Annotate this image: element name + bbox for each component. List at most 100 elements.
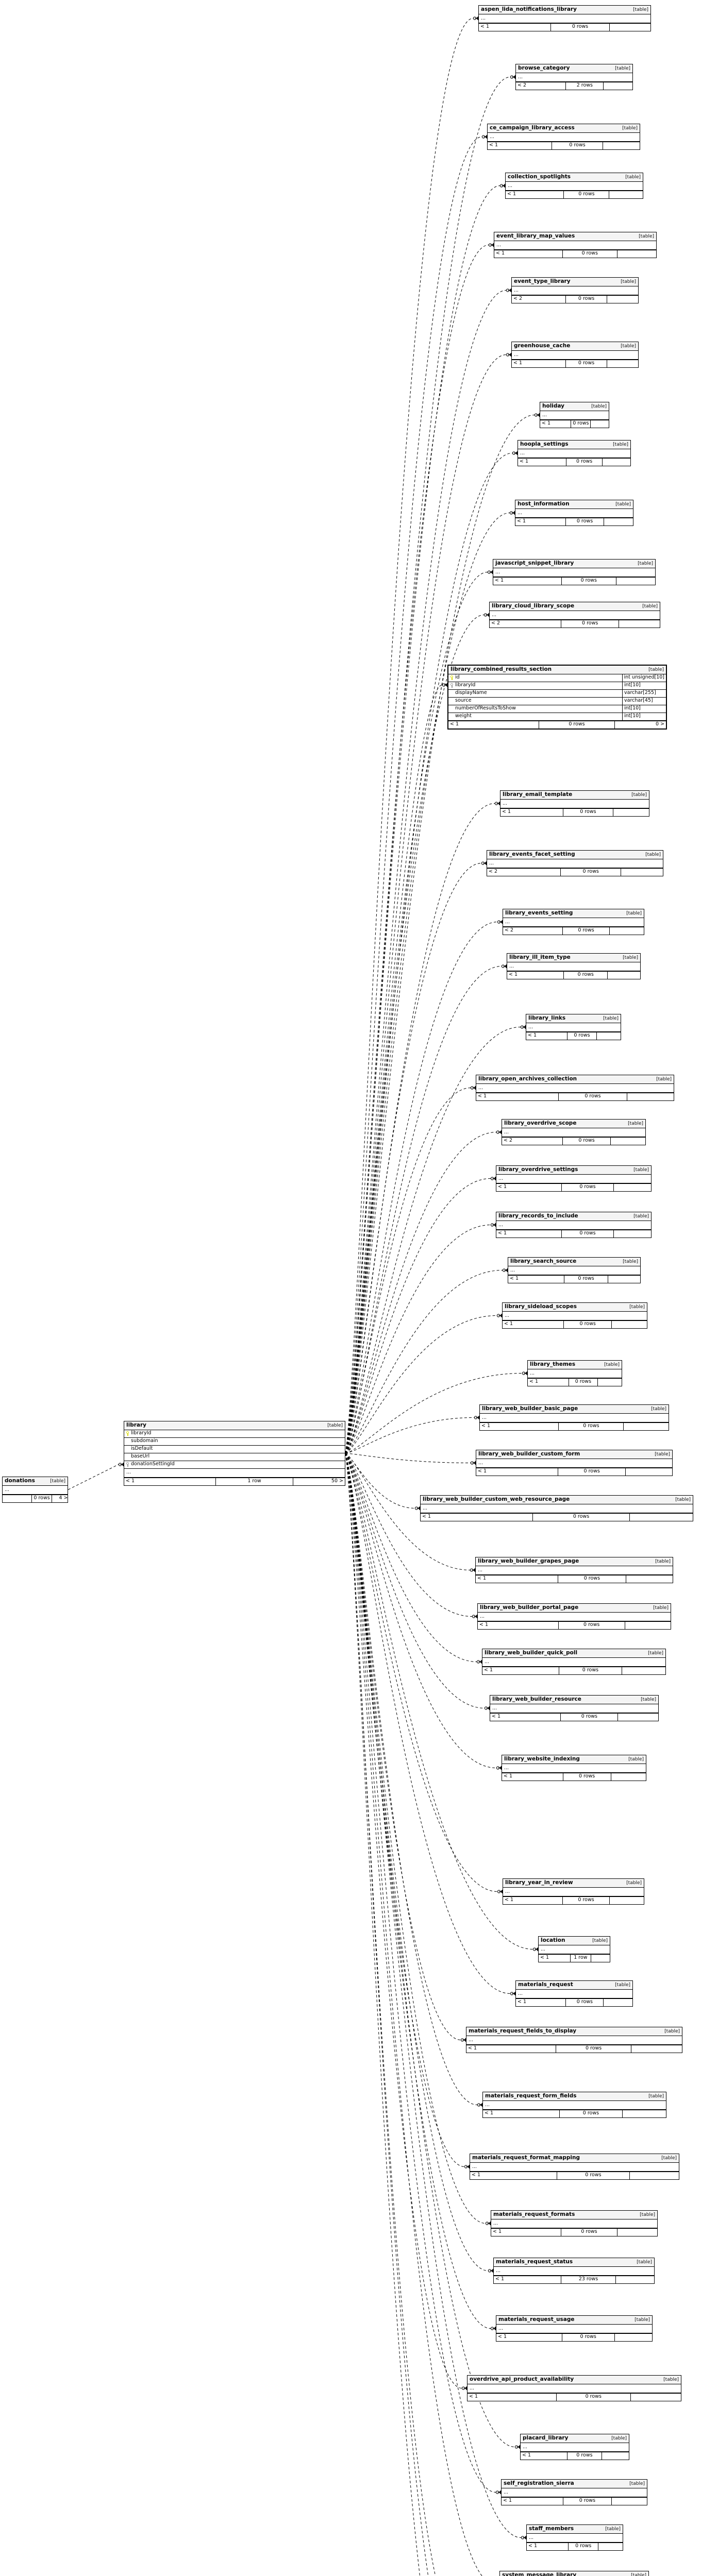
table-type-tag: [table] [628, 1757, 644, 1762]
child-relationship-count [610, 1897, 644, 1904]
row-count: 0 rows [566, 296, 608, 303]
table-name: overdrive_api_product_availability [470, 2376, 574, 2382]
crowfoot-staff_members [521, 2535, 526, 2540]
table-title-row: self_registration_sierra[table] [502, 2480, 647, 2489]
column-type: varchar[255] [622, 690, 666, 698]
table-title-row: library_web_builder_quick_poll[table] [482, 1649, 665, 1658]
table-name: donations [5, 1478, 35, 1484]
collapsed-columns-indicator: ... [527, 2534, 623, 2543]
table-title-row: overdrive_api_product_availability[table… [467, 2376, 681, 2385]
relationship-edge-library-to-library_combined_results_section [345, 685, 443, 1454]
table-name: host_information [517, 501, 570, 507]
crowfoot-event_type_library [506, 288, 511, 293]
crowfoot-placard_library [514, 2445, 520, 2449]
table-title-row: placard_library[table] [521, 2434, 629, 2444]
table-title-row: aspen_lida_notifications_library[table] [479, 6, 650, 15]
child-relationship-count [614, 1230, 651, 1238]
column-name-cell: numberOfResultsToShow [448, 705, 622, 713]
table-name: library_web_builder_basic_page [482, 1405, 578, 1412]
column-name-cell: weight [448, 713, 622, 720]
child-relationship-count: 4 > [59, 1495, 68, 1501]
crowfoot-ce_campaign_library_access [481, 134, 487, 139]
column-name: source [455, 698, 472, 704]
table-name: library_web_builder_custom_web_resource_… [423, 1496, 570, 1502]
table-title-row: library_website_indexing[table] [502, 1755, 646, 1765]
table-title-row: library_sideload_scopes[table] [503, 1303, 647, 1312]
parent-relationship-count: < 1 [476, 1468, 558, 1476]
table-node-library_web_builder_quick_poll: library_web_builder_quick_poll[table]...… [482, 1649, 666, 1675]
collapsed-columns-indicator: ... [491, 2219, 657, 2229]
collapsed-columns-indicator: ... [494, 241, 656, 250]
relationship-edge-library-to-library_sideload_scopes [345, 1315, 497, 1454]
table-title-row: library_events_setting[table] [503, 909, 644, 919]
child-relationship-count [591, 420, 609, 428]
table-title-row: library_web_builder_portal_page[table] [478, 1604, 671, 1613]
table-type-tag: [table] [603, 1016, 619, 1021]
child-relationship-count [611, 1773, 646, 1781]
parent-relationship-count: < 1 [448, 721, 539, 728]
table-type-tag: [table] [641, 1697, 656, 1702]
table-type-tag: [table] [664, 2029, 680, 2034]
collapsed-columns-indicator: ... [496, 1175, 651, 1184]
parent-relationship-count: < 1 [478, 1622, 559, 1630]
crowfoot-library_web_builder_custom_form [470, 1461, 476, 1465]
table-name: placard_library [523, 2435, 569, 2441]
table-type-tag: [table] [645, 852, 661, 857]
table-type-tag: [table] [638, 561, 653, 566]
table-title-row: library_themes[table] [528, 1361, 622, 1370]
table-title-row: greenhouse_cache[table] [512, 342, 638, 351]
column-name-cell: libraryId [448, 682, 622, 689]
relationship-edge-library-to-library_overdrive_settings [345, 1178, 491, 1454]
row-count: 0 rows [563, 809, 613, 817]
collapsed-columns-indicator: ... [466, 2036, 682, 2045]
child-relationship-count [597, 1032, 621, 1040]
collapsed-columns-indicator: ... [467, 2384, 681, 2394]
child-relationship-count [630, 2172, 679, 2179]
table-column-row: libraryId [124, 1430, 345, 1438]
table-title-row: library[table] [124, 1421, 345, 1431]
collapsed-columns-indicator: ... [506, 182, 643, 191]
collapsed-columns-indicator: ... [526, 1023, 621, 1032]
table-title-row: library_links[table] [526, 1014, 621, 1024]
relationship-edge-library-to-host_information [345, 513, 510, 1454]
table-title-row: materials_request_format_mapping[table] [470, 2154, 679, 2163]
collapsed-columns-indicator: ... [516, 73, 632, 82]
primary-key-icon [450, 675, 454, 681]
row-count: 0 rows [566, 1999, 604, 2007]
column-name-cell: id [448, 674, 622, 682]
table-name: location [541, 1937, 565, 1943]
table-node-library_open_archives_collection: library_open_archives_collection[table].… [476, 1075, 674, 1101]
parent-relationship-count: < 1 [518, 459, 567, 466]
child-relationship-count [618, 1714, 658, 1721]
table-title-row: library_search_source[table] [508, 1258, 640, 1267]
collapsed-columns-indicator: ... [503, 1888, 644, 1897]
table-title-row: library_web_builder_custom_web_resource_… [421, 1496, 693, 1505]
crowfoot-library_links [520, 1025, 526, 1029]
parent-relationship-count: < 2 [502, 1138, 563, 1145]
row-count: 0 rows [556, 2045, 632, 2053]
foreign-key-icon [126, 1462, 129, 1467]
collapsed-columns-indicator: ... [421, 1504, 693, 1514]
table-type-tag: [table] [605, 2527, 621, 2532]
collapsed-columns-indicator: ... [496, 1221, 651, 1230]
crowfoot-library_combined_results_section [442, 683, 447, 687]
row-count: 0 rows [559, 1093, 627, 1101]
collapsed-columns-indicator: ... [539, 1945, 610, 1955]
child-relationship-count [630, 1514, 693, 1521]
